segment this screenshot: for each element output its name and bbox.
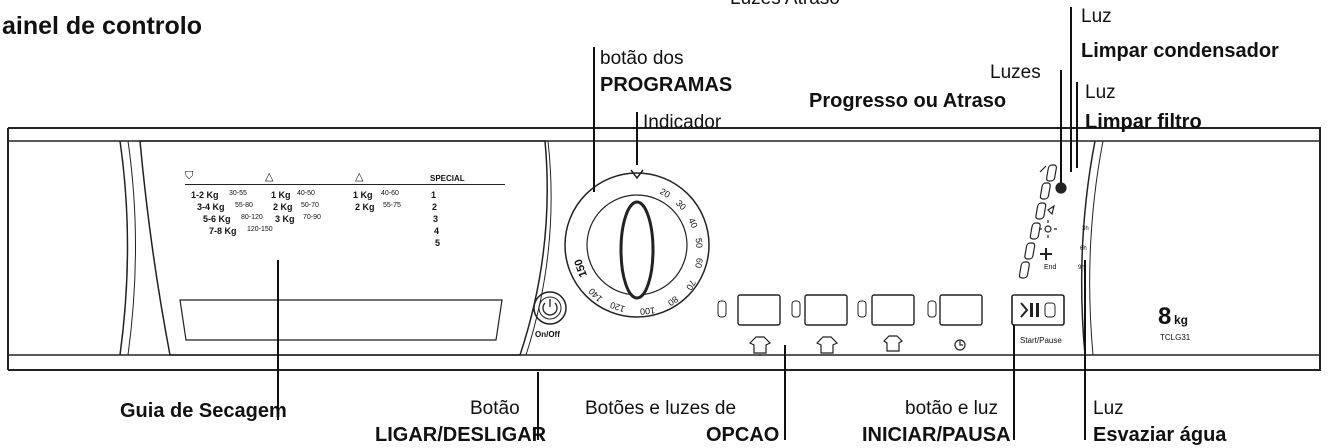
guide-cell: 40-50 xyxy=(297,190,315,197)
programs-label-line2: PROGRAMAS xyxy=(600,74,733,96)
brand-capacity: 8 xyxy=(1158,303,1172,330)
guide-cell: 80-120 xyxy=(241,214,263,221)
guide-cell: 40-60 xyxy=(381,190,399,197)
guide-cell: 2 Kg xyxy=(273,202,293,212)
special-title: SPECIAL xyxy=(430,174,465,183)
guide-cell: 2 Kg xyxy=(355,202,375,212)
filter-label-line2: Limpar filtro xyxy=(1085,111,1202,133)
delay-label: 6h xyxy=(1080,246,1087,252)
onoff-label-line2: LIGAR/DESLIGAR xyxy=(375,424,547,446)
guide-cell: 55-80 xyxy=(235,202,253,209)
guide-cell: 1 Kg xyxy=(271,190,291,200)
status-lights xyxy=(1018,164,1067,279)
drying-guide-label: Guia de Secagem xyxy=(120,400,287,422)
model-number: TCLG31 xyxy=(1160,333,1191,342)
start-pause-button[interactable] xyxy=(1011,294,1065,326)
onoff-caption: On/Off xyxy=(535,330,560,339)
brand-unit: kg xyxy=(1174,313,1189,327)
special-item: 5 xyxy=(435,238,441,248)
condenser-label-line1: Luz xyxy=(1081,6,1112,27)
guide-cell: 120-150 xyxy=(247,226,273,233)
water-label-line1: Luz xyxy=(1093,398,1124,419)
guide-cell: 50-70 xyxy=(301,202,319,209)
tshirt-icon: ⛉ xyxy=(185,170,194,182)
start-label-line2: INICIAR/PAUSA xyxy=(862,424,1011,446)
triangle-icon: △ xyxy=(265,171,274,183)
guide-cell: 30-55 xyxy=(229,190,247,197)
programs-label-line1: botão dos xyxy=(600,48,684,69)
guide-cell: 1 Kg xyxy=(353,190,373,200)
indicator-mark xyxy=(630,169,644,180)
options-label-line2: OPCAO xyxy=(706,424,780,446)
special-item: 4 xyxy=(434,226,440,236)
page-title: ainel de controlo xyxy=(2,12,203,40)
condenser-label-line2: Limpar condensador xyxy=(1081,40,1279,62)
guide-cell: 7-8 Kg xyxy=(209,226,237,236)
guide-cell: 5-6 Kg xyxy=(203,214,231,224)
onoff-button[interactable] xyxy=(533,291,567,325)
option-icons xyxy=(748,335,966,354)
guide-cell: 3 Kg xyxy=(275,214,295,224)
drying-guide-table: ⛉ △ △ SPECIAL 1-2 Kg 30-55 3-4 Kg 55-80 … xyxy=(185,170,515,290)
special-item: 3 xyxy=(433,214,439,224)
delay-label: 9h xyxy=(1078,265,1085,271)
filter-label-line1: Luz xyxy=(1085,82,1116,103)
start-caption: Start/Pause xyxy=(1020,336,1062,345)
pointer-lines xyxy=(277,7,1086,440)
start-label-line1: botão e luz xyxy=(905,398,998,419)
guide-cell: 1-2 Kg xyxy=(191,190,219,200)
water-label-line2: Esvaziar água xyxy=(1093,424,1227,446)
end-caption: End xyxy=(1044,264,1057,271)
programs-knob[interactable] xyxy=(564,169,710,318)
indicator-label: Indicador xyxy=(643,112,722,133)
triangle-icon: △ xyxy=(355,171,364,183)
guide-cell: 70-90 xyxy=(303,214,321,221)
special-item: 2 xyxy=(432,202,438,212)
progress-label-line2: Progresso ou Atraso xyxy=(809,90,1007,112)
top-cut-text: Luzes Atraso xyxy=(730,0,840,10)
options-label-line1: Botões e luzes de xyxy=(585,398,737,419)
delay-label: 3h xyxy=(1082,226,1089,232)
progress-label-line1: Luzes xyxy=(990,62,1041,83)
guide-cell: 55-75 xyxy=(383,202,401,209)
option-buttons[interactable] xyxy=(717,294,983,326)
guide-cell: 3-4 Kg xyxy=(197,202,225,212)
special-item: 1 xyxy=(431,190,437,200)
onoff-label-line1: Botão xyxy=(470,398,520,419)
